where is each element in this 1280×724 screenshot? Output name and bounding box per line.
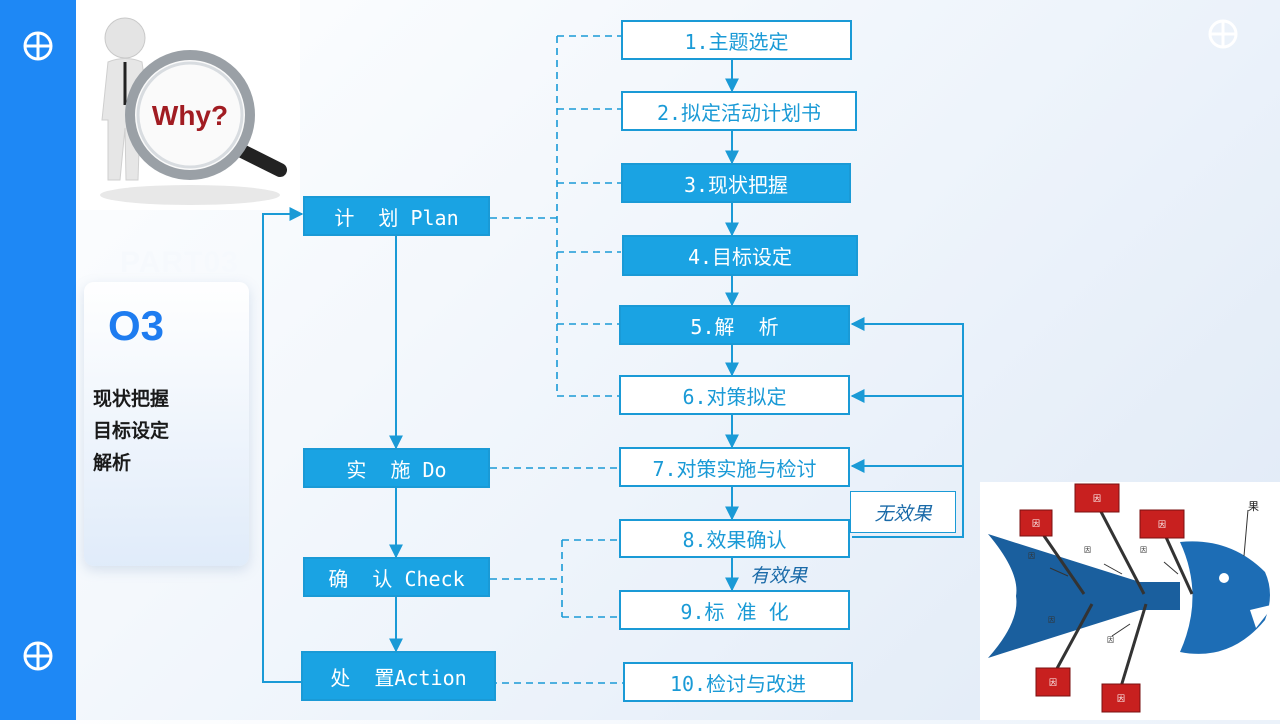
cause-label: 因: [1158, 520, 1166, 529]
cause-label: 因: [1107, 636, 1114, 644]
effect-label: 果: [1248, 500, 1259, 513]
step-box: 1.主题选定: [621, 20, 852, 60]
cause-label: 因: [1093, 494, 1101, 503]
no-effect-note: 无效果: [850, 491, 956, 533]
section-card: O3 现状把握 目标设定 解析: [84, 282, 249, 566]
step-box: 6.对策拟定: [619, 375, 850, 415]
step-box: 4.目标设定: [622, 235, 858, 276]
cause-label: 因: [1084, 546, 1091, 554]
cause-label: 因: [1032, 519, 1040, 528]
plus-circle-icon: [23, 641, 53, 671]
cause-label: 因: [1028, 552, 1035, 560]
fishbone-diagram: 因 因 因 因 因 因 因 因 因 因 果: [980, 482, 1280, 720]
section-line: 现状把握: [93, 388, 170, 410]
step-box: 7.对策实施与检讨: [619, 447, 850, 487]
plus-circle-icon: [1208, 19, 1238, 49]
cause-label: 因: [1048, 616, 1055, 624]
section-line: 目标设定: [93, 420, 170, 442]
plus-circle-icon: [23, 31, 53, 61]
phase-action-box: 处 置Action: [301, 651, 496, 701]
effective-note: 有效果: [750, 565, 808, 587]
step-box: 3.现状把握: [621, 163, 851, 203]
why-magnifier-illustration: Why?: [80, 0, 300, 210]
step-box: 10.检讨与改进: [623, 662, 853, 702]
step-box: 2.拟定活动计划书: [621, 91, 857, 131]
step-box: 8.效果确认: [619, 519, 850, 558]
cause-label: 因: [1049, 678, 1057, 687]
sidebar: [0, 0, 76, 720]
section-line: 解析: [93, 452, 132, 474]
phase-do-box: 实 施 Do: [303, 448, 490, 488]
step-box: 5.解 析: [619, 305, 850, 345]
why-text: Why?: [152, 100, 228, 131]
cause-label: 因: [1117, 694, 1125, 703]
step-box: 9.标 准 化: [619, 590, 850, 630]
ghost-section-label: PART03: [120, 246, 239, 279]
section-number: O3: [108, 302, 165, 349]
phase-plan-box: 计 划 Plan: [303, 196, 490, 236]
phase-check-box: 确 认 Check: [303, 557, 490, 597]
cause-label: 因: [1140, 546, 1147, 554]
